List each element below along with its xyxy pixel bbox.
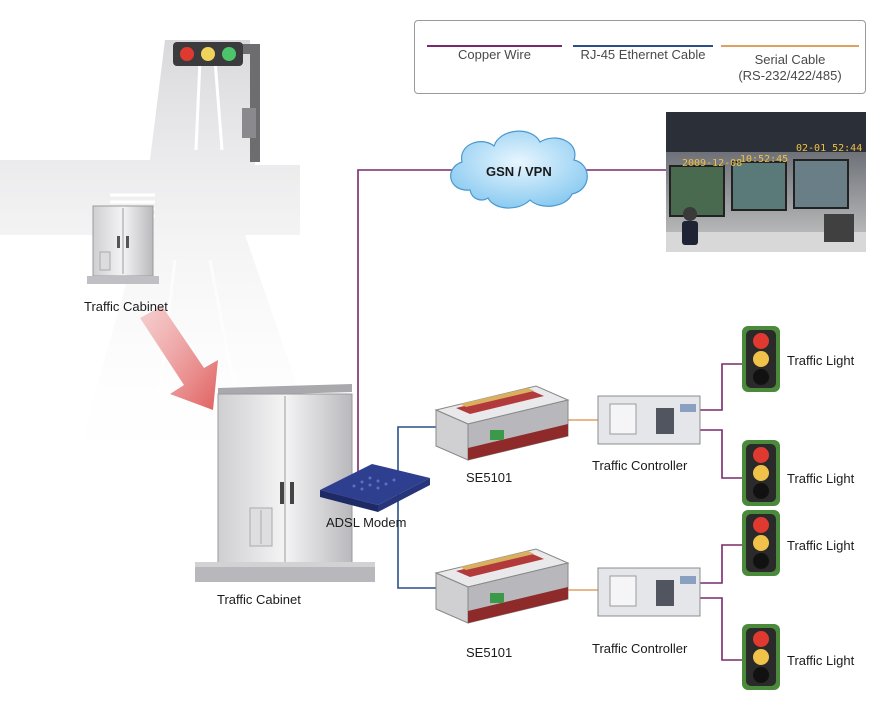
adsl-modem-label: ADSL Modem [326,515,407,530]
intersection-cabinet-label: Traffic Cabinet [84,299,168,314]
copper-wire-line [427,45,562,47]
traffic-light-label-3: Traffic Light [787,538,855,553]
main-cabinet-label: Traffic Cabinet [217,592,301,607]
zoom-arrow-icon [140,306,218,410]
traffic-light-icon-2 [742,440,780,506]
network-cloud-label: GSN / VPN [486,164,552,179]
traffic-light-label-4: Traffic Light [787,653,855,668]
traffic-light-icon-4 [742,624,780,690]
se5101-device-icon-2 [434,548,570,624]
serial-line [721,45,859,47]
network-cloud-icon [450,130,588,209]
ethernet-label: RJ-45 Ethernet Cable [580,47,706,62]
traffic-light-icon-3 [742,510,780,576]
adsl-modem-icon [320,464,430,512]
traffic-controller-label-1: Traffic Controller [592,458,688,473]
control-room-clock: 02-01 52:44 [796,143,863,154]
se5101-label-1: SE5101 [466,470,513,485]
small-cabinet-icon [87,205,159,284]
control-room-time: 10:52:45 [740,154,789,165]
traffic-light-label-1: Traffic Light [787,353,855,368]
traffic-light-icon-1 [742,326,780,392]
traffic-controller-label-2: Traffic Controller [592,641,688,656]
control-room-date: 2009-12-08 [682,158,743,169]
se5101-label-2: SE5101 [466,645,513,660]
se5101-device-icon-1 [434,385,570,461]
copper-wire-label: Copper Wire [458,47,531,62]
control-room-photo [666,112,866,252]
traffic-controller-icon-2 [597,567,701,617]
large-cabinet-icon [195,384,375,582]
traffic-controller-icon-1 [597,395,701,445]
ethernet-line [573,45,713,47]
serial-label: Serial Cable (RS-232/422/485) [721,52,859,84]
serial-label-line2: (RS-232/422/485) [738,68,842,83]
legend: Copper Wire RJ-45 Ethernet Cable Serial … [414,20,866,94]
traffic-light-label-2: Traffic Light [787,471,855,486]
serial-label-line1: Serial Cable [754,52,826,67]
intersection-signal-icon [173,42,260,162]
